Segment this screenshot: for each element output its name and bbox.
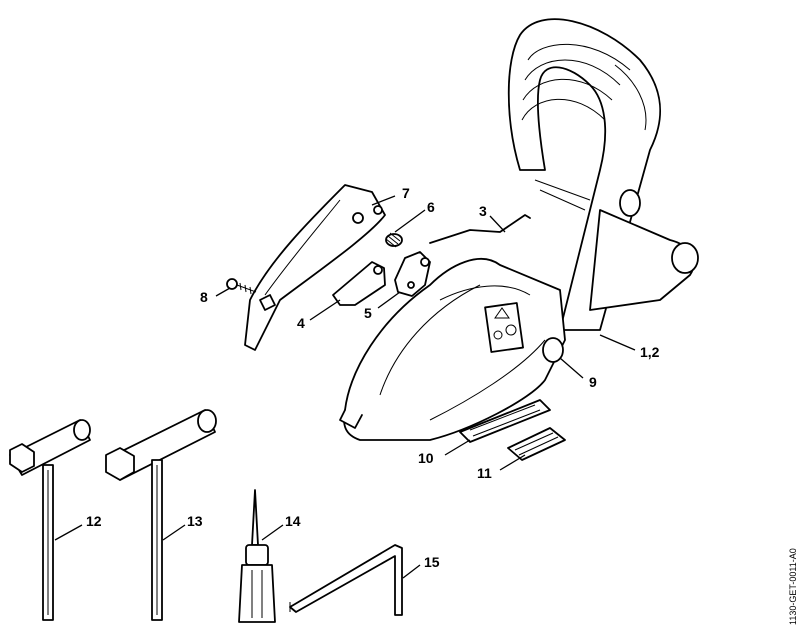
callout-12: 12 <box>86 513 102 529</box>
wire-part <box>429 214 531 244</box>
part-4 <box>332 261 386 306</box>
label-sticker-10 <box>459 399 551 443</box>
callout-9: 9 <box>589 374 597 390</box>
combination-wrench-13 <box>105 409 217 621</box>
callout-11: 11 <box>477 465 492 481</box>
callout-15: 15 <box>424 554 440 570</box>
callout-1-2: 1,2 <box>640 344 660 360</box>
screw-part <box>226 278 257 295</box>
callout-4: 4 <box>297 315 305 331</box>
callout-8: 8 <box>200 289 208 305</box>
callout-5: 5 <box>364 305 372 321</box>
callout-14: 14 <box>285 513 301 529</box>
handle-frame-part <box>339 18 699 441</box>
combination-wrench-12 <box>9 419 91 621</box>
screwdriver-part <box>238 489 276 623</box>
callout-10: 10 <box>418 450 434 466</box>
spring-part <box>385 232 403 248</box>
callout-3: 3 <box>479 203 487 219</box>
label-sticker-11 <box>507 427 566 461</box>
reference-code: 1130-GET-0011-A0 <box>788 548 798 625</box>
leader-lines <box>54 195 636 579</box>
hand-guard-part <box>244 184 386 351</box>
callout-13: 13 <box>187 513 203 529</box>
callout-7: 7 <box>402 185 410 201</box>
callout-6: 6 <box>427 199 435 215</box>
hex-key-part <box>289 544 403 616</box>
part-5 <box>394 251 431 297</box>
